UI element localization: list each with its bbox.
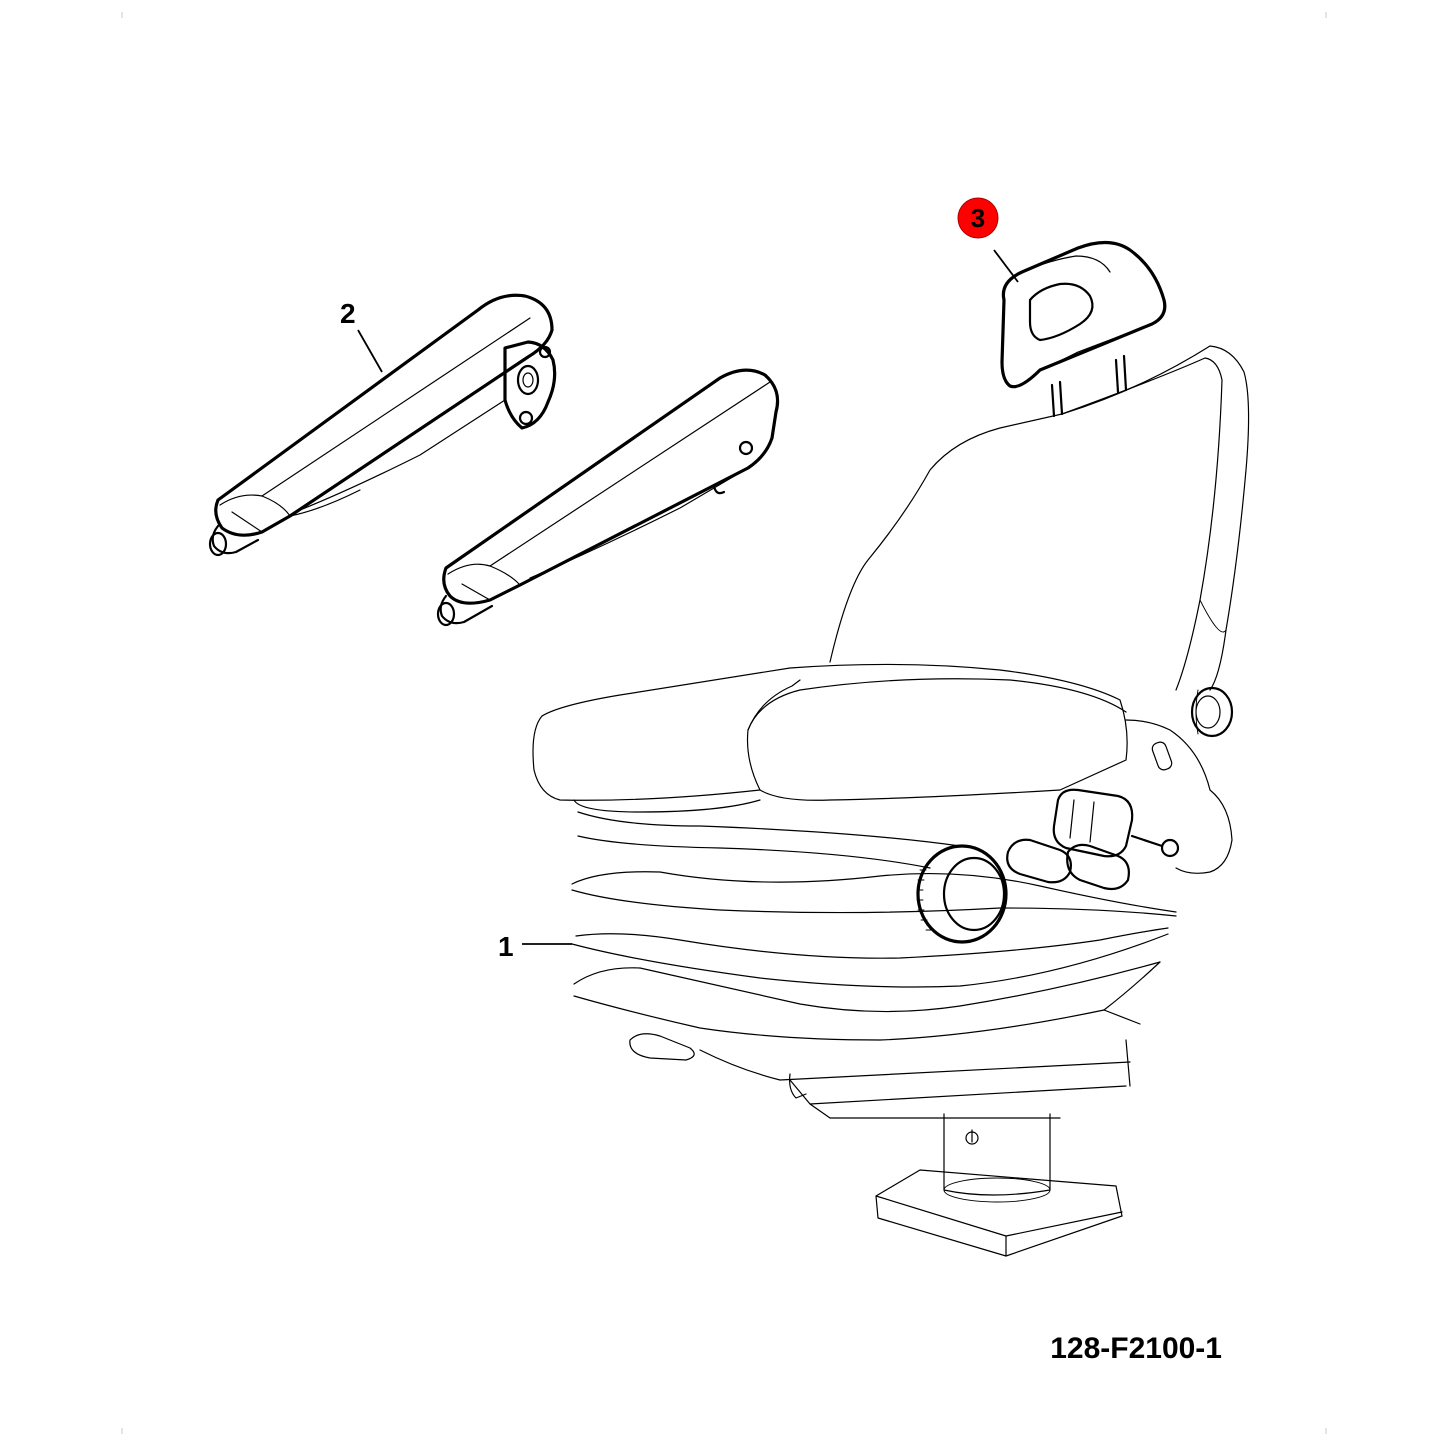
callout-2-leader xyxy=(357,329,383,373)
seat-assembly-drawing xyxy=(532,345,1250,1257)
reference-code: 128-F2100-1 xyxy=(1050,1332,1222,1365)
callout-2[interactable]: 2 xyxy=(340,298,383,373)
armrest-front-drawing xyxy=(436,368,780,627)
crop-marks xyxy=(121,12,1327,1434)
callout-3[interactable]: 3 xyxy=(957,197,1019,283)
headrest-drawing xyxy=(1000,240,1167,418)
callout-3-leader xyxy=(993,249,1019,283)
callout-1-label: 1 xyxy=(498,931,514,962)
callout-2-label: 2 xyxy=(340,298,356,329)
callout-1[interactable]: 1 xyxy=(498,931,572,962)
armrest-rear-drawing xyxy=(208,293,557,557)
callout-3-highlight-bubble xyxy=(957,197,999,239)
callout-3-label: 3 xyxy=(971,203,985,233)
